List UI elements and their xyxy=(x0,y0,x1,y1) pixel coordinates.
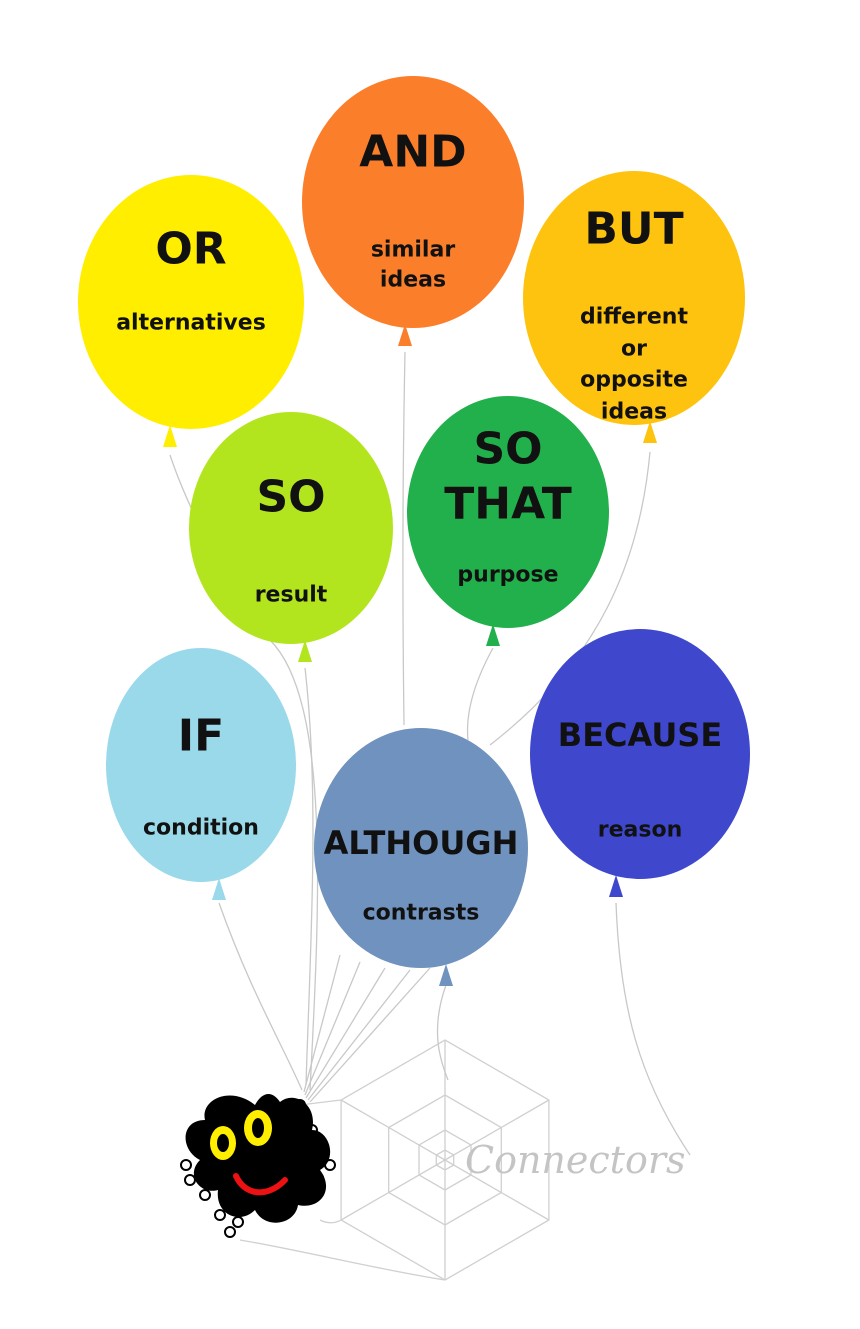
balloon-string xyxy=(305,967,386,1099)
connector-word: THAT xyxy=(444,478,572,529)
connector-word: BECAUSE xyxy=(558,716,722,754)
balloon-string xyxy=(218,902,303,1091)
balloon-body xyxy=(78,175,304,429)
balloon-string xyxy=(304,961,361,1096)
balloon-body xyxy=(530,629,750,879)
balloon-knot xyxy=(643,421,657,443)
spider-pupil xyxy=(217,1134,229,1152)
web-spoke xyxy=(444,1159,550,1221)
connector-meaning: condition xyxy=(143,816,259,841)
balloon-knot xyxy=(163,425,177,447)
balloon-or: OR alternatives xyxy=(78,175,304,447)
connector-meaning: different xyxy=(580,305,688,330)
balloon-knot xyxy=(439,964,453,986)
balloon-knot xyxy=(212,878,226,900)
web-spoke xyxy=(444,1099,550,1161)
connector-word: SO xyxy=(473,423,542,474)
connector-word: BUT xyxy=(584,203,683,254)
balloon-string xyxy=(309,967,431,1103)
connector-word: IF xyxy=(178,710,224,761)
connector-meaning: purpose xyxy=(457,563,558,588)
connector-word: ALTHOUGH xyxy=(324,824,519,862)
spider-web xyxy=(239,1039,550,1281)
connector-meaning: similar xyxy=(371,238,455,263)
connector-word: AND xyxy=(359,126,466,177)
connector-meaning: ideas xyxy=(380,268,446,293)
connector-word: SO xyxy=(256,471,325,522)
spider-smile xyxy=(233,1173,288,1196)
balloon-knot xyxy=(609,875,623,897)
connector-meaning: reason xyxy=(598,818,683,843)
balloon-and: AND similar ideas xyxy=(302,76,524,346)
connector-meaning: contrasts xyxy=(363,901,480,926)
balloon-string xyxy=(307,969,411,1101)
balloon-string xyxy=(269,639,319,1091)
balloon-string xyxy=(615,902,691,1156)
web-anchor-thread xyxy=(239,1099,446,1281)
balloon-because: BECAUSE reason xyxy=(530,629,750,897)
web-spoke xyxy=(340,1099,446,1161)
balloon-string xyxy=(304,667,314,1086)
spider-pupil xyxy=(252,1118,264,1138)
connector-meaning: alternatives xyxy=(116,311,266,336)
balloon-knot xyxy=(298,640,312,662)
spider-foot xyxy=(224,1226,236,1238)
balloon-string xyxy=(489,451,651,746)
balloon-body xyxy=(302,76,524,328)
balloon-body xyxy=(314,728,528,968)
balloon-string xyxy=(466,647,494,741)
balloon-but: BUT different or opposite ideas xyxy=(523,171,745,443)
web-spoke xyxy=(340,1159,446,1221)
spider-foot xyxy=(214,1209,226,1221)
balloon-string xyxy=(402,351,406,726)
balloon-body xyxy=(106,648,296,882)
balloon-if: IF condition xyxy=(106,648,296,900)
balloon-body xyxy=(407,396,609,628)
balloon-string xyxy=(436,984,449,1081)
connector-meaning: result xyxy=(255,583,328,608)
connector-meaning: or xyxy=(621,337,647,362)
balloon-string xyxy=(303,954,341,1093)
balloon-body xyxy=(189,412,393,644)
balloons: OR alternatives AND similar ideas BUT differen… xyxy=(78,76,750,986)
connector-meaning: opposite xyxy=(580,368,688,393)
balloon-although: ALTHOUGH contrasts xyxy=(314,728,528,986)
balloon-so: SO result xyxy=(189,412,393,662)
balloon-knot xyxy=(486,624,500,646)
spider-foot xyxy=(199,1189,211,1201)
spider-icon xyxy=(180,1094,336,1238)
connector-word: OR xyxy=(155,223,226,274)
balloon-body xyxy=(523,171,745,425)
diagram-title: Connectors xyxy=(465,1138,686,1182)
spider-foot xyxy=(232,1216,244,1228)
balloon-knot xyxy=(398,324,412,346)
connector-meaning: ideas xyxy=(601,400,667,425)
spider-foot xyxy=(184,1174,196,1186)
spider-foot xyxy=(180,1159,192,1171)
